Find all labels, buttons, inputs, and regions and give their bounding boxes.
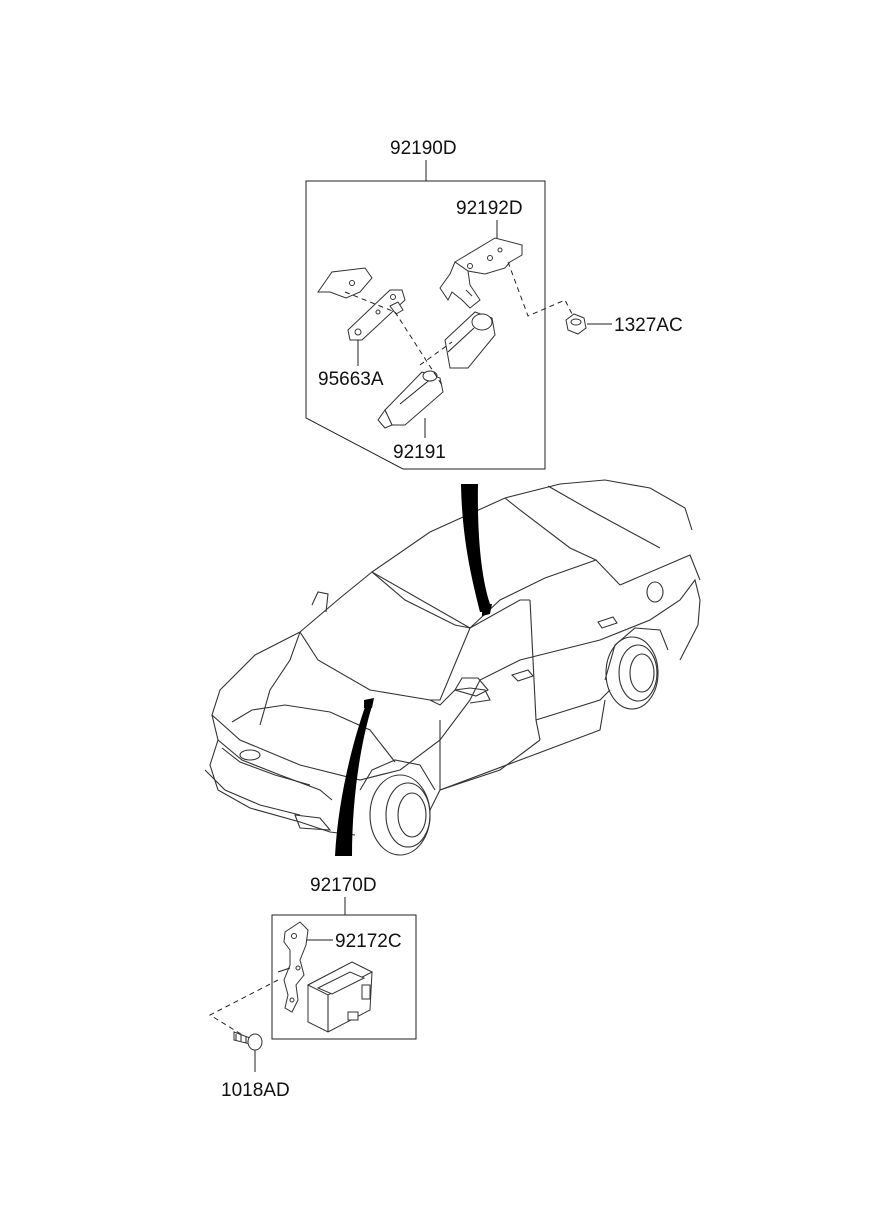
label-assembly-upper: 92190D bbox=[390, 138, 457, 159]
module-lower-part bbox=[306, 961, 374, 1033]
dash-unit-body bbox=[419, 341, 453, 366]
lower-assembly-group: 92170D 92172C bbox=[208, 875, 417, 1101]
location-pointers bbox=[335, 484, 492, 856]
dash-nut bbox=[507, 261, 575, 319]
vehicle-illustration bbox=[204, 479, 701, 856]
label-bolt: 1018AD bbox=[221, 1080, 290, 1101]
unit-upper-body bbox=[444, 311, 496, 369]
label-clip: 95663A bbox=[318, 369, 384, 390]
label-bracket-upper: 92192D bbox=[456, 198, 523, 219]
label-bracket-lower: 92172C bbox=[335, 931, 402, 952]
upper-assembly-frame bbox=[305, 180, 546, 470]
bracket-upper-part bbox=[439, 237, 523, 309]
bolt-part bbox=[233, 1031, 263, 1051]
nut-part bbox=[565, 313, 587, 335]
label-assembly-lower: 92170D bbox=[310, 875, 377, 896]
dash-bolt bbox=[208, 979, 279, 1037]
bracket-lower-part bbox=[277, 921, 309, 1013]
unit-upper-module bbox=[377, 370, 444, 429]
label-nut: 1327AC bbox=[614, 315, 683, 336]
dash-clip-unit bbox=[394, 311, 443, 386]
lower-assembly-frame bbox=[271, 914, 417, 1040]
label-unit-upper: 92191 bbox=[393, 442, 446, 463]
clip-part bbox=[317, 267, 406, 341]
upper-assembly-group: 92190D 92192D bbox=[305, 138, 683, 470]
